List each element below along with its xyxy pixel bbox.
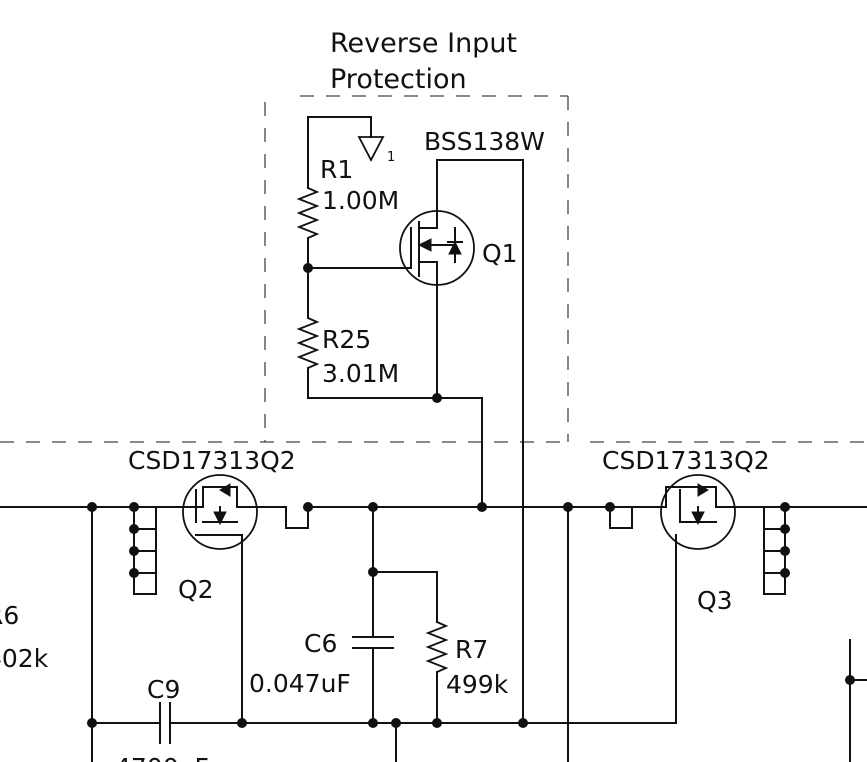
r25-ref: R25	[322, 325, 371, 354]
junction-dot	[87, 502, 97, 512]
junction-dot	[368, 567, 378, 577]
r6-ref: R6	[0, 601, 19, 630]
r7-ref: R7	[455, 635, 488, 664]
r25-value: 3.01M	[322, 359, 399, 388]
junction-dot	[129, 524, 139, 534]
q1-part: BSS138W	[424, 127, 545, 156]
junction-dot	[129, 568, 139, 578]
r7-resistor	[372, 571, 449, 724]
c9-capacitor	[159, 702, 171, 744]
c9-ref: C9	[147, 675, 180, 704]
junction-dot	[391, 718, 401, 728]
ground-label: 1	[387, 150, 395, 165]
r1-value: 1.00M	[322, 186, 399, 215]
q1-mosfet	[307, 159, 524, 724]
junction-dot	[368, 502, 378, 512]
ground-symbol: 1	[357, 136, 395, 165]
r6-value: 402k	[0, 644, 49, 673]
junction-dot	[129, 502, 139, 512]
r25-resistor	[296, 317, 483, 508]
junction-dot	[518, 718, 528, 728]
r1-ref: R1	[320, 155, 353, 184]
junction-dot	[780, 546, 790, 556]
c6-value: 0.047uF	[249, 669, 351, 698]
junction-dot	[780, 524, 790, 534]
q1-ref: Q1	[482, 239, 518, 268]
junction-dot	[432, 718, 442, 728]
junction-dot	[780, 502, 790, 512]
junction-dot	[563, 502, 573, 512]
junction-dot	[87, 718, 97, 728]
c6-capacitor	[352, 506, 394, 724]
junction-dot	[477, 502, 487, 512]
r1-resistor	[296, 116, 372, 319]
junction-dot	[368, 718, 378, 728]
q3-ref: Q3	[697, 586, 733, 615]
junction-dot	[432, 393, 442, 403]
q2-mosfet	[182, 474, 309, 724]
title-line1: Reverse Input	[330, 28, 517, 59]
r7-value: 499k	[446, 670, 509, 699]
q2-ref: Q2	[178, 575, 214, 604]
junction-dot	[605, 502, 615, 512]
title-line2: Protection	[330, 64, 467, 95]
reverse-input-protection-box	[264, 95, 569, 442]
c6-ref: C6	[304, 629, 337, 658]
junction-dot	[237, 718, 247, 728]
junction-dot	[845, 675, 855, 685]
junction-dot	[129, 546, 139, 556]
c9-value: 4700pF	[115, 753, 209, 762]
junction-dot	[303, 502, 313, 512]
junction-dots	[87, 263, 855, 728]
q3-part: CSD17313Q2	[602, 446, 770, 475]
junction-dot	[780, 568, 790, 578]
q2-part: CSD17313Q2	[128, 446, 296, 475]
q3-mosfet	[609, 474, 736, 724]
junction-dot	[303, 263, 313, 273]
